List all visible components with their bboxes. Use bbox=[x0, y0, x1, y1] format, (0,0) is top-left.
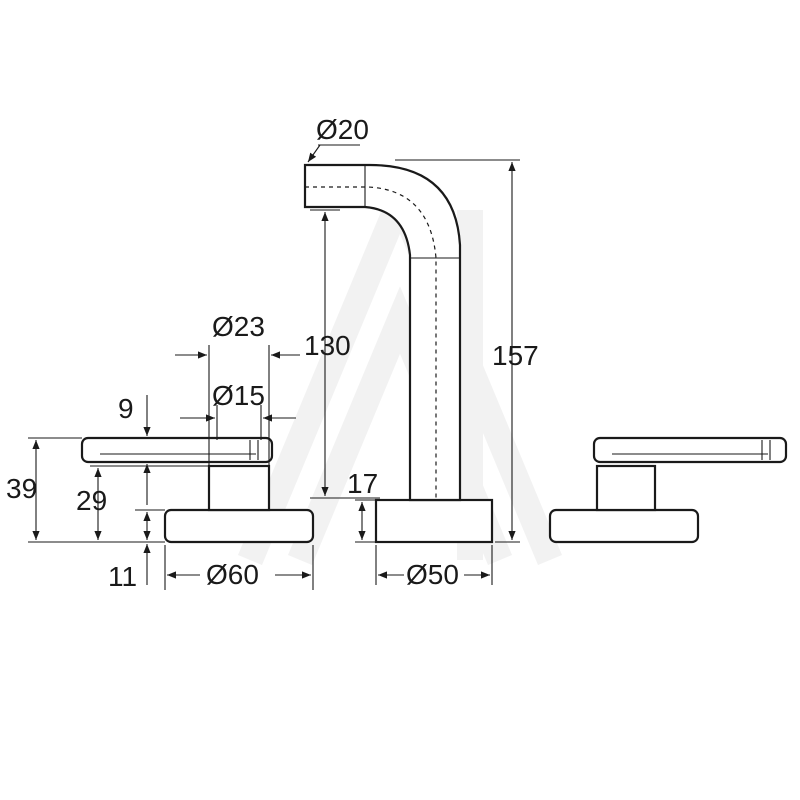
spout-base bbox=[374, 498, 494, 544]
label-handle-base-height: 11 bbox=[108, 561, 137, 592]
spout bbox=[303, 163, 494, 544]
label-spout-base-height: 17 bbox=[347, 468, 378, 499]
left-handle-base bbox=[163, 508, 315, 544]
label-spout-base-diameter: Ø50 bbox=[406, 559, 459, 590]
left-handle bbox=[80, 436, 315, 544]
right-handle bbox=[548, 436, 788, 544]
spout-body bbox=[303, 163, 462, 502]
label-handle-base-diameter: Ø60 bbox=[206, 559, 259, 590]
spout-waterway bbox=[305, 186, 437, 500]
label-handle-mid-height: 29 bbox=[76, 485, 107, 516]
right-handle-lever bbox=[592, 436, 788, 464]
left-handle-lever bbox=[80, 436, 274, 464]
label-handle-total-height: 39 bbox=[6, 473, 37, 504]
dimension-labels: Ø20 130 157 17 Ø50 Ø23 Ø15 9 39 29 11 Ø6… bbox=[6, 114, 539, 592]
label-spout-diameter: Ø20 bbox=[316, 114, 369, 145]
label-spout-height-inner: 130 bbox=[304, 330, 351, 361]
label-handle-stem-diameter: Ø15 bbox=[212, 380, 265, 411]
label-spout-height-total: 157 bbox=[492, 340, 539, 371]
label-handle-body-diameter: Ø23 bbox=[212, 311, 265, 342]
label-lever-thickness: 9 bbox=[118, 393, 134, 424]
right-handle-body bbox=[595, 464, 657, 512]
right-handle-base bbox=[548, 508, 700, 544]
left-handle-body bbox=[207, 464, 271, 512]
dimension-lines bbox=[28, 144, 520, 590]
